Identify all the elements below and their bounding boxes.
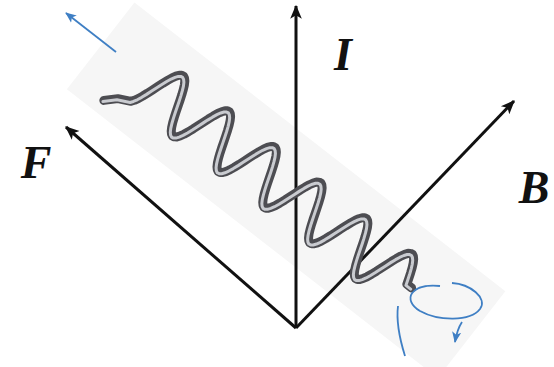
rotation-arrow-head bbox=[455, 322, 462, 342]
photo-ground bbox=[67, 2, 505, 367]
advance-arrow bbox=[66, 13, 116, 52]
current-vector bbox=[295, 6, 298, 328]
rotation-arrow bbox=[410, 283, 481, 319]
corkscrew bbox=[103, 47, 480, 362]
current-label: I bbox=[334, 32, 352, 78]
field-vector bbox=[296, 101, 514, 328]
coil-highlight bbox=[103, 48, 427, 322]
force-label: F bbox=[21, 140, 52, 186]
force-vector bbox=[66, 127, 296, 328]
field-label: B bbox=[519, 165, 550, 211]
rotation-arrow-tail bbox=[397, 306, 405, 356]
